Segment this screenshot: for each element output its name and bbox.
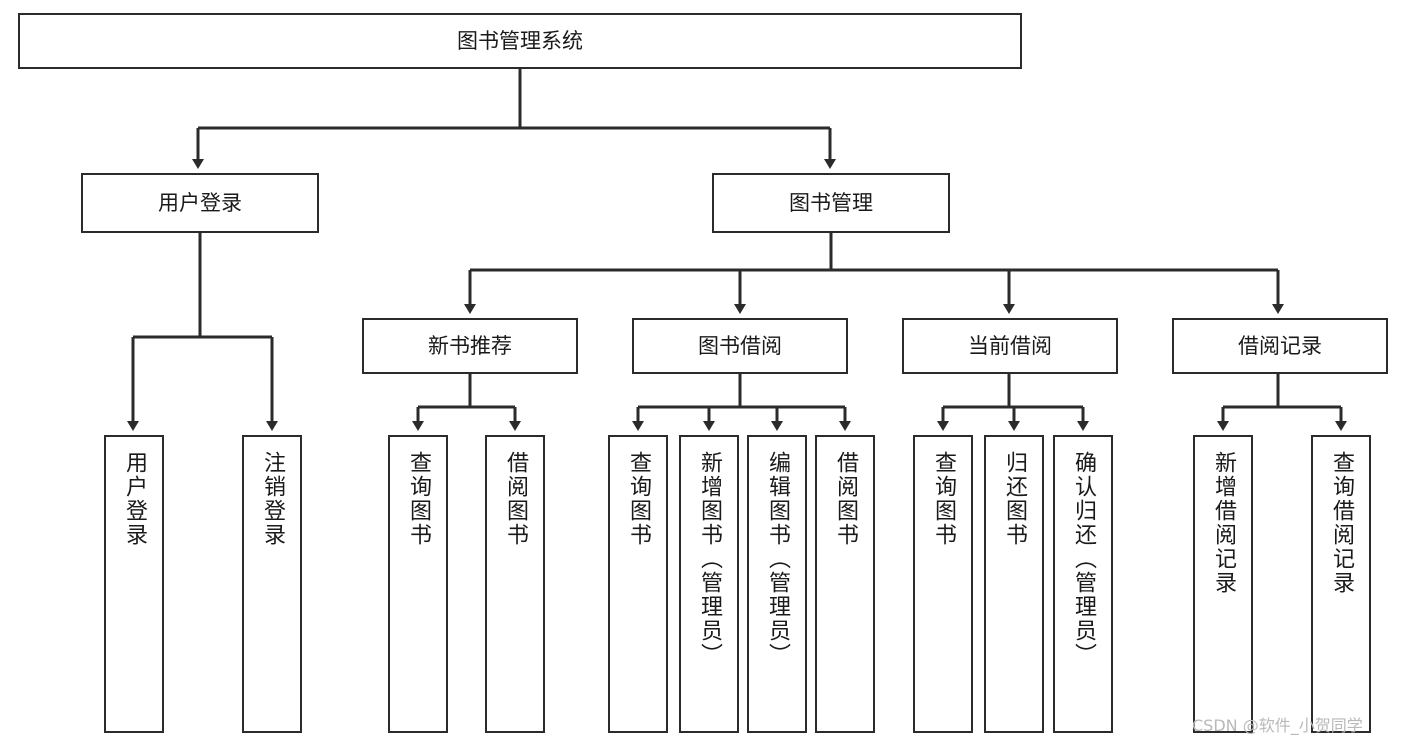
node-leaf-user-login[interactable]: 用户登录 xyxy=(104,435,164,733)
node-new-book-recommend-label: 新书推荐 xyxy=(428,333,512,358)
node-leaf-query-book-3[interactable]: 查询图书 xyxy=(913,435,973,733)
node-leaf-add-book[interactable]: 新增图书（管理员） xyxy=(679,435,739,733)
node-borrow-record-label: 借阅记录 xyxy=(1238,333,1322,358)
node-leaf-borrow-book-1[interactable]: 借阅图书 xyxy=(485,435,545,733)
node-current-borrow-label: 当前借阅 xyxy=(968,333,1052,358)
node-book-borrow[interactable]: 图书借阅 xyxy=(632,318,848,374)
node-leaf-query-book-1-label: 查询图书 xyxy=(406,451,431,547)
node-user-login[interactable]: 用户登录 xyxy=(81,173,319,233)
node-leaf-return-book-label: 归还图书 xyxy=(1002,451,1027,547)
node-leaf-borrow-book-2[interactable]: 借阅图书 xyxy=(815,435,875,733)
node-leaf-query-record-label: 查询借阅记录 xyxy=(1329,451,1354,595)
node-user-login-label: 用户登录 xyxy=(158,190,242,215)
node-leaf-borrow-book-1-label: 借阅图书 xyxy=(503,451,528,547)
node-leaf-add-record-label: 新增借阅记录 xyxy=(1211,451,1236,595)
node-leaf-return-book[interactable]: 归还图书 xyxy=(984,435,1044,733)
watermark: CSDN @软件_小贺同学 xyxy=(1192,716,1363,735)
node-leaf-add-record[interactable]: 新增借阅记录 xyxy=(1193,435,1253,733)
node-leaf-query-book-1[interactable]: 查询图书 xyxy=(388,435,448,733)
node-leaf-add-book-label: 新增图书（管理员） xyxy=(697,451,722,667)
node-leaf-query-book-2-label: 查询图书 xyxy=(626,451,651,547)
node-leaf-confirm-return[interactable]: 确认归还（管理员） xyxy=(1053,435,1113,733)
node-leaf-user-login-label: 用户登录 xyxy=(122,451,147,547)
node-leaf-query-book-3-label: 查询图书 xyxy=(931,451,956,547)
node-leaf-edit-book-label: 编辑图书（管理员） xyxy=(765,451,790,667)
node-new-book-recommend[interactable]: 新书推荐 xyxy=(362,318,578,374)
node-book-manage[interactable]: 图书管理 xyxy=(712,173,950,233)
node-root-label: 图书管理系统 xyxy=(457,28,583,53)
node-leaf-query-record[interactable]: 查询借阅记录 xyxy=(1311,435,1371,733)
node-book-borrow-label: 图书借阅 xyxy=(698,333,782,358)
node-leaf-logout[interactable]: 注销登录 xyxy=(242,435,302,733)
node-leaf-borrow-book-2-label: 借阅图书 xyxy=(833,451,858,547)
node-leaf-query-book-2[interactable]: 查询图书 xyxy=(608,435,668,733)
node-leaf-edit-book[interactable]: 编辑图书（管理员） xyxy=(747,435,807,733)
node-borrow-record[interactable]: 借阅记录 xyxy=(1172,318,1388,374)
node-leaf-logout-label: 注销登录 xyxy=(260,451,285,547)
node-current-borrow[interactable]: 当前借阅 xyxy=(902,318,1118,374)
node-root[interactable]: 图书管理系统 xyxy=(18,13,1022,69)
node-book-manage-label: 图书管理 xyxy=(789,190,873,215)
node-leaf-confirm-return-label: 确认归还（管理员） xyxy=(1071,451,1096,667)
